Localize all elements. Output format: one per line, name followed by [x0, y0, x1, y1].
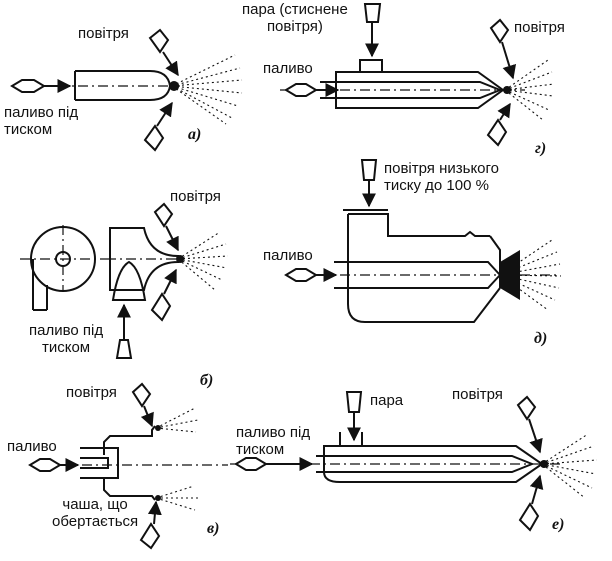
panel-d-fuel-label: паливо	[263, 60, 313, 77]
panel-d-steam-label: пара (стиснене повітря)	[242, 1, 348, 35]
panel-c-air-arrow-bottom	[139, 500, 162, 550]
panel-c-air-arrow-top	[131, 382, 154, 428]
panel-e-air-arrow	[360, 159, 378, 208]
panel-c-air-label: повітря	[66, 384, 117, 401]
panel-c-fuel-arrow	[28, 458, 80, 472]
panel-f-steam-arrow	[345, 391, 363, 442]
panel-d-steam-arrow	[363, 3, 382, 58]
panel-b-fuel-arrow	[115, 303, 133, 359]
panel-f-steam-label: пара	[370, 392, 404, 409]
panel-a-spray	[169, 54, 243, 125]
panel-f-air-label: повітря	[452, 386, 503, 403]
panel-b-air-arrow-top	[153, 202, 179, 252]
panel-f-spray	[540, 433, 598, 499]
panel-d-air-arrow-top	[489, 18, 517, 80]
panel-b-fan-housing	[20, 225, 106, 311]
panel-a-air-arrow-top	[148, 28, 179, 77]
panel-c-cup-label: чаша, що обертається	[52, 496, 139, 530]
panel-f-air-arrow-top	[516, 395, 543, 454]
panel-d-figure-label: г)	[535, 140, 547, 157]
panel-b-nozzle	[106, 227, 186, 301]
panel-d-air-label: повітря	[514, 19, 565, 36]
panel-d-fuel-arrow	[284, 83, 340, 97]
panel-c-spray	[155, 407, 199, 511]
panel-d-spray	[503, 59, 555, 121]
panel-a-fuel-label: паливо під тиском	[4, 104, 79, 138]
panel-e-air-label: повітря низького тиску до 100 %	[384, 160, 500, 194]
panel-a-figure-label: а)	[188, 126, 202, 143]
panel-f-fuel-label: паливо під тиском	[236, 424, 311, 458]
panel-c-fuel-label: паливо	[7, 438, 57, 455]
panel-f-fuel-arrow	[234, 457, 314, 471]
panel-f-figure-label: е)	[552, 516, 565, 533]
panel-e-fuel-arrow	[284, 268, 338, 282]
panel-b-air-label: повітря	[170, 188, 221, 205]
panel-a-air-label: повітря	[78, 25, 129, 42]
panel-d-air-arrow-bottom	[486, 102, 511, 147]
panel-b-air-arrow-bottom	[150, 268, 177, 322]
panel-a-air-arrow-bottom	[143, 101, 173, 152]
panel-e-nozzle	[300, 209, 560, 323]
panel-b-fuel-label: паливо під тиском	[29, 322, 104, 356]
panel-b-figure-label: б)	[200, 372, 214, 389]
panel-e-fuel-label: паливо	[263, 247, 313, 264]
panel-e-figure-label: д)	[534, 330, 548, 347]
panel-f-air-arrow-bottom	[518, 474, 544, 532]
panel-c-cup	[62, 425, 228, 501]
panel-b-spray	[176, 231, 229, 291]
panel-e-spray	[499, 239, 562, 311]
panel-a-fuel-arrow	[10, 79, 72, 93]
panel-c-figure-label: в)	[207, 520, 220, 537]
panel-d-nozzle	[280, 59, 525, 109]
